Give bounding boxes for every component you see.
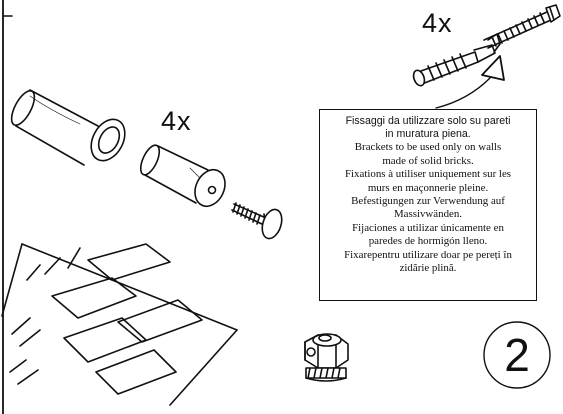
note-line: Massivwänden.	[393, 208, 463, 221]
warning-triangle-icon	[481, 55, 505, 81]
wall-plug-icon	[412, 33, 501, 87]
spacer-quantity-label: 4x	[161, 106, 192, 136]
spacer-tube-icon	[10, 89, 126, 166]
bolt-icon	[231, 202, 283, 240]
curved-arrow-icon	[435, 77, 491, 109]
step-circle	[483, 321, 551, 389]
note-line: Fissaggi da utilizzare solo su pareti	[345, 115, 511, 127]
note-line: Brackets to be used only on walls	[354, 141, 502, 154]
note-line: Fixations à utiliser uniquement sur les	[344, 168, 512, 181]
bracket-pin-icon	[139, 144, 226, 208]
anchor-quantity-label: 4x	[422, 8, 453, 38]
fitting-nut-icon	[304, 333, 349, 382]
page-edge	[2, 0, 13, 414]
note-line: Fixarepentru utilizare doar pe pereți în	[344, 248, 512, 261]
note-line: Fijaciones a utilizar únicamente en	[352, 221, 504, 234]
note-line: murs en maçonnerie pleine.	[367, 181, 489, 194]
screw-icon	[483, 4, 561, 49]
step-number: 2	[504, 329, 530, 381]
note-line: paredes de hormigón lleno.	[368, 235, 488, 248]
note-line: zidărie plină.	[399, 262, 457, 275]
template-sheet-icon	[1, 243, 238, 406]
wall-fixing-note: Fissaggi da utilizzare solo su pareti in…	[319, 109, 537, 301]
note-line: made of solid bricks.	[382, 154, 474, 167]
note-line: Befestigungen zur Verwendung auf	[351, 195, 505, 208]
note-line: in muratura piena.	[385, 128, 471, 141]
